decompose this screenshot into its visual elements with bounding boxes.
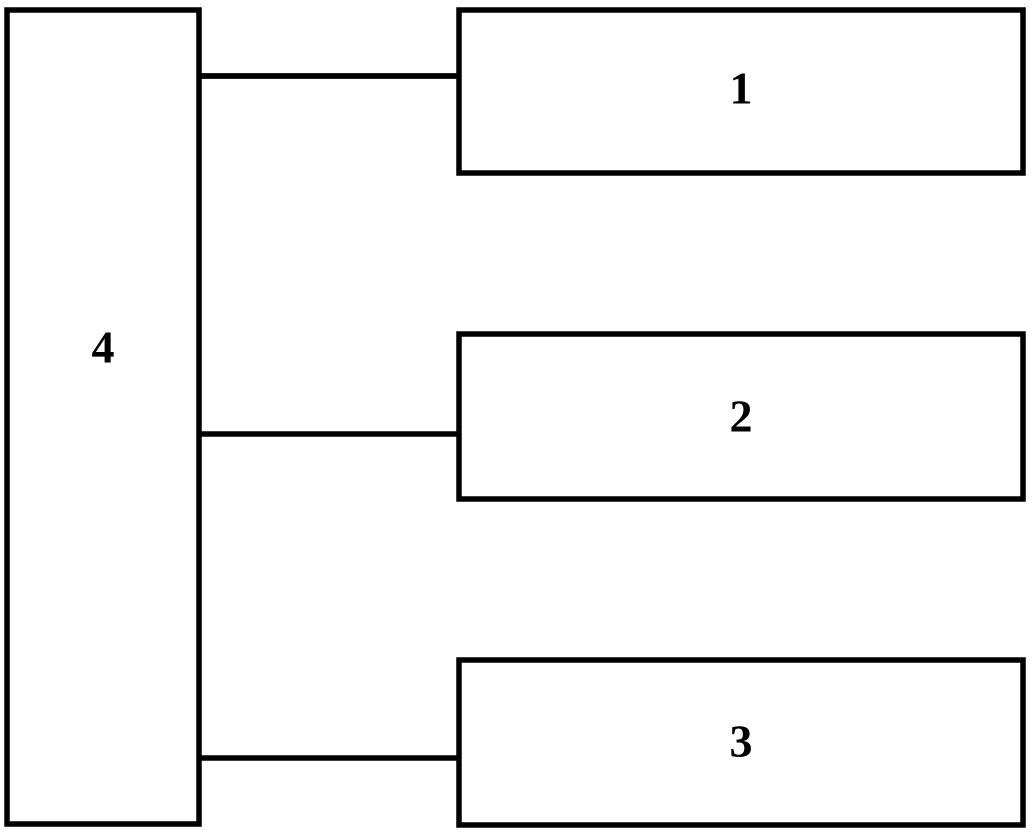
node-block-2[interactable]: 2 <box>456 331 1026 502</box>
node-block-4-label: 4 <box>92 322 115 373</box>
node-block-4[interactable]: 4 <box>4 7 202 827</box>
node-block-4-rect[interactable] <box>4 7 202 827</box>
node-block-3-rect[interactable] <box>456 657 1026 828</box>
node-block-1[interactable]: 1 <box>456 7 1026 176</box>
node-block-3[interactable]: 3 <box>456 657 1026 828</box>
node-block-2-rect[interactable] <box>456 331 1026 502</box>
node-block-2-label: 2 <box>730 391 753 442</box>
node-block-3-label: 3 <box>730 716 753 767</box>
node-block-1-rect[interactable] <box>456 7 1026 176</box>
node-block-1-label: 1 <box>730 63 753 114</box>
